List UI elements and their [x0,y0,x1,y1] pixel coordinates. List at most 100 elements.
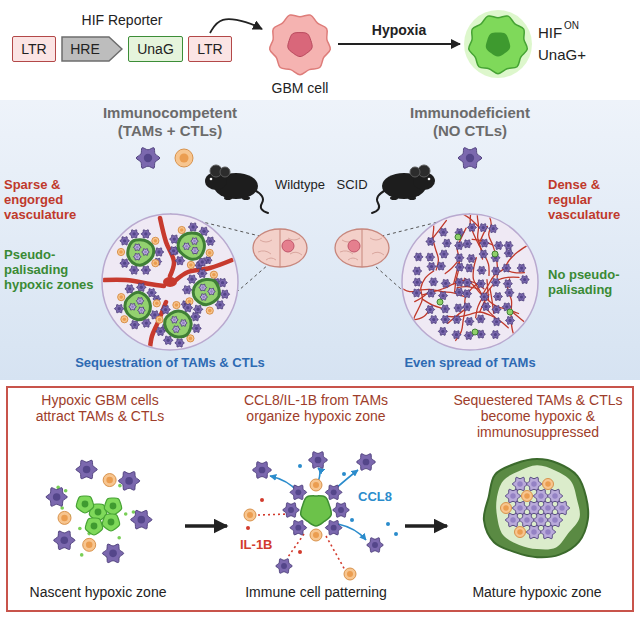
tam-cell [479,224,488,232]
ctl-body [103,474,116,487]
text-slot: IL-1B [240,538,284,553]
tam-body [517,264,526,272]
tam-cell [141,230,150,238]
tam-body [492,318,501,326]
tam-nucleus [185,245,188,248]
hypoxic-rim [125,292,150,319]
ctl-cell [152,260,159,267]
tam-cell [440,250,449,258]
ctl-body [173,301,180,308]
label-text: GBM cell [266,80,334,96]
text-slot: Wildtype [262,178,338,193]
ctl-body [187,335,194,342]
tam-body [182,286,191,294]
tam-nucleus [444,318,447,321]
mouse-foot [390,196,398,200]
label-text: ON [564,20,579,32]
tam-body [452,331,461,339]
ctl-cell [244,509,256,521]
tam-nucleus [221,281,224,284]
tam-nucleus [479,333,482,336]
tam-cell [467,255,476,263]
tam-cell [533,489,548,502]
tam-body [437,262,446,270]
tam-body [133,244,141,251]
tam-body [540,501,555,514]
tam-nucleus [458,291,461,294]
vessel [508,279,519,342]
ctl-cell [118,294,125,301]
tam-cell [520,276,529,284]
mouse-foot [242,196,250,200]
ctl-nucleus [208,309,212,313]
tam-body [156,327,165,335]
ctl-cell [152,237,159,244]
tam-cell [504,249,513,257]
tam-body [118,472,139,491]
figure-label: HIF Reporter [52,12,192,28]
text-slot: Mature hypoxic zone [452,584,622,600]
tam-cell [512,477,527,490]
tam-nucleus [157,250,160,253]
sparse-vessels [104,218,232,348]
tam-nucleus [505,266,508,269]
tam-nucleus [531,529,536,534]
vessel [476,277,519,317]
tam-cell [129,266,138,274]
tam-nucleus [315,457,322,464]
tam-body [441,305,450,313]
ctl-nucleus [61,515,68,522]
tam-cell [414,253,423,261]
tam-cell [442,239,451,247]
mouse-tail [254,190,268,213]
tam-body [506,317,515,325]
tam-cell [512,501,527,514]
tam-cell [491,278,500,286]
brain-icon [253,229,307,267]
hypoxic-rim [178,233,204,259]
label-text: Hypoxic GBM cells attract TAMs & CTLs [20,392,180,424]
tam-nucleus [442,231,445,234]
mouse-eye [428,178,431,181]
hypoxic-gbm-cell [104,498,121,515]
tam-body [188,223,197,231]
tam-nucleus [441,294,444,297]
tam-body [309,452,328,469]
connector-arrow [405,524,447,528]
ctl-cell [522,491,533,502]
tam-body [439,292,448,300]
tam-cell [491,331,500,339]
tam-nucleus [458,256,461,259]
tam-nucleus [194,249,197,252]
text-slot: Hypoxia [372,22,426,38]
tam-body [191,247,199,254]
ctl-cell [310,529,322,541]
hypoxic-gbm-cell [102,514,119,531]
tam-nucleus [545,505,550,510]
ctl-body [83,538,96,551]
stage-group: CCL8IL-1BImmune cell patterning [232,446,400,606]
tam-cell [175,257,184,265]
brain-fold [288,238,300,240]
tam-nucleus [132,232,135,235]
tam-body [427,263,436,271]
immunocompetent-tumor [102,214,238,350]
tam-nucleus [128,287,131,290]
tam-body [526,477,541,490]
ctl-nucleus [106,477,113,484]
tam-nucleus [109,550,117,558]
tam-cell [492,267,501,275]
tam-body [441,279,450,287]
tam-body [512,477,527,490]
tam-nucleus [416,281,419,284]
tam-body [480,293,489,301]
tam-cell [441,279,450,287]
tam-body [502,264,511,272]
tam-cell [130,321,139,329]
cell-body [469,16,528,74]
tam-nucleus [466,242,469,245]
label-text: HIF [538,24,562,41]
hif-signal-dot [124,512,128,516]
tam-nucleus [495,308,498,311]
cell-nucleus [486,33,510,57]
